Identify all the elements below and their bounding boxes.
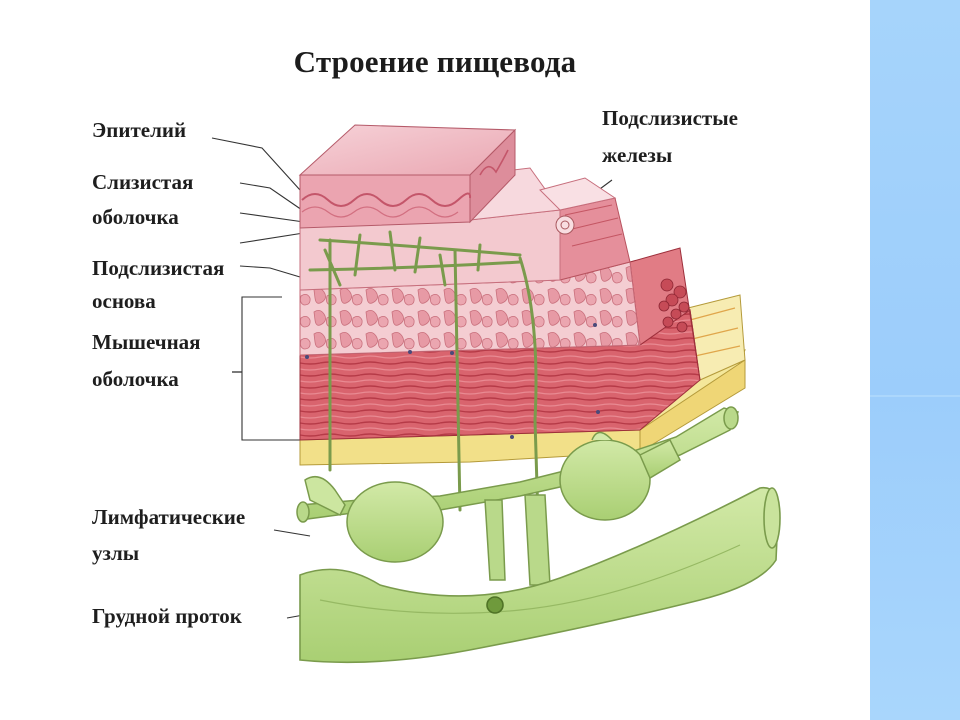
side-decor-stripe <box>870 0 960 720</box>
label-submucosa-line1: Подслизистая <box>92 256 225 280</box>
lymph-node-right <box>559 439 651 521</box>
muscular-layer <box>299 247 701 441</box>
epithelium-block <box>298 124 517 229</box>
esophagus-wall-illustration <box>211 124 781 664</box>
lymphatic-vessels <box>308 230 542 587</box>
label-mucosa-line2: оболочка <box>92 205 179 229</box>
label-muscular-line2: оболочка <box>92 367 179 391</box>
label-muscular-line1: Мышечная <box>92 330 201 354</box>
lymph-node-left <box>346 481 444 563</box>
submucosa-layer <box>299 197 641 356</box>
lymph-system <box>296 406 740 586</box>
label-lymph-nodes-line1: Лимфатические <box>92 505 246 529</box>
label-submucous-glands-line1: Подслизистые <box>602 106 738 130</box>
vessel-dots <box>305 323 600 439</box>
diagram-title: Строение пищевода <box>293 44 577 79</box>
thoracic-duct <box>299 486 781 664</box>
label-epithelium: Эпителий <box>92 118 187 142</box>
label-submucous-glands-line2: железы <box>602 143 673 167</box>
label-submucosa-line2: основа <box>92 289 156 313</box>
label-thoracic-duct: Грудной проток <box>92 604 242 628</box>
label-mucosa-line1: Слизистая <box>92 170 194 194</box>
label-lymph-nodes-line2: узлы <box>92 541 140 565</box>
